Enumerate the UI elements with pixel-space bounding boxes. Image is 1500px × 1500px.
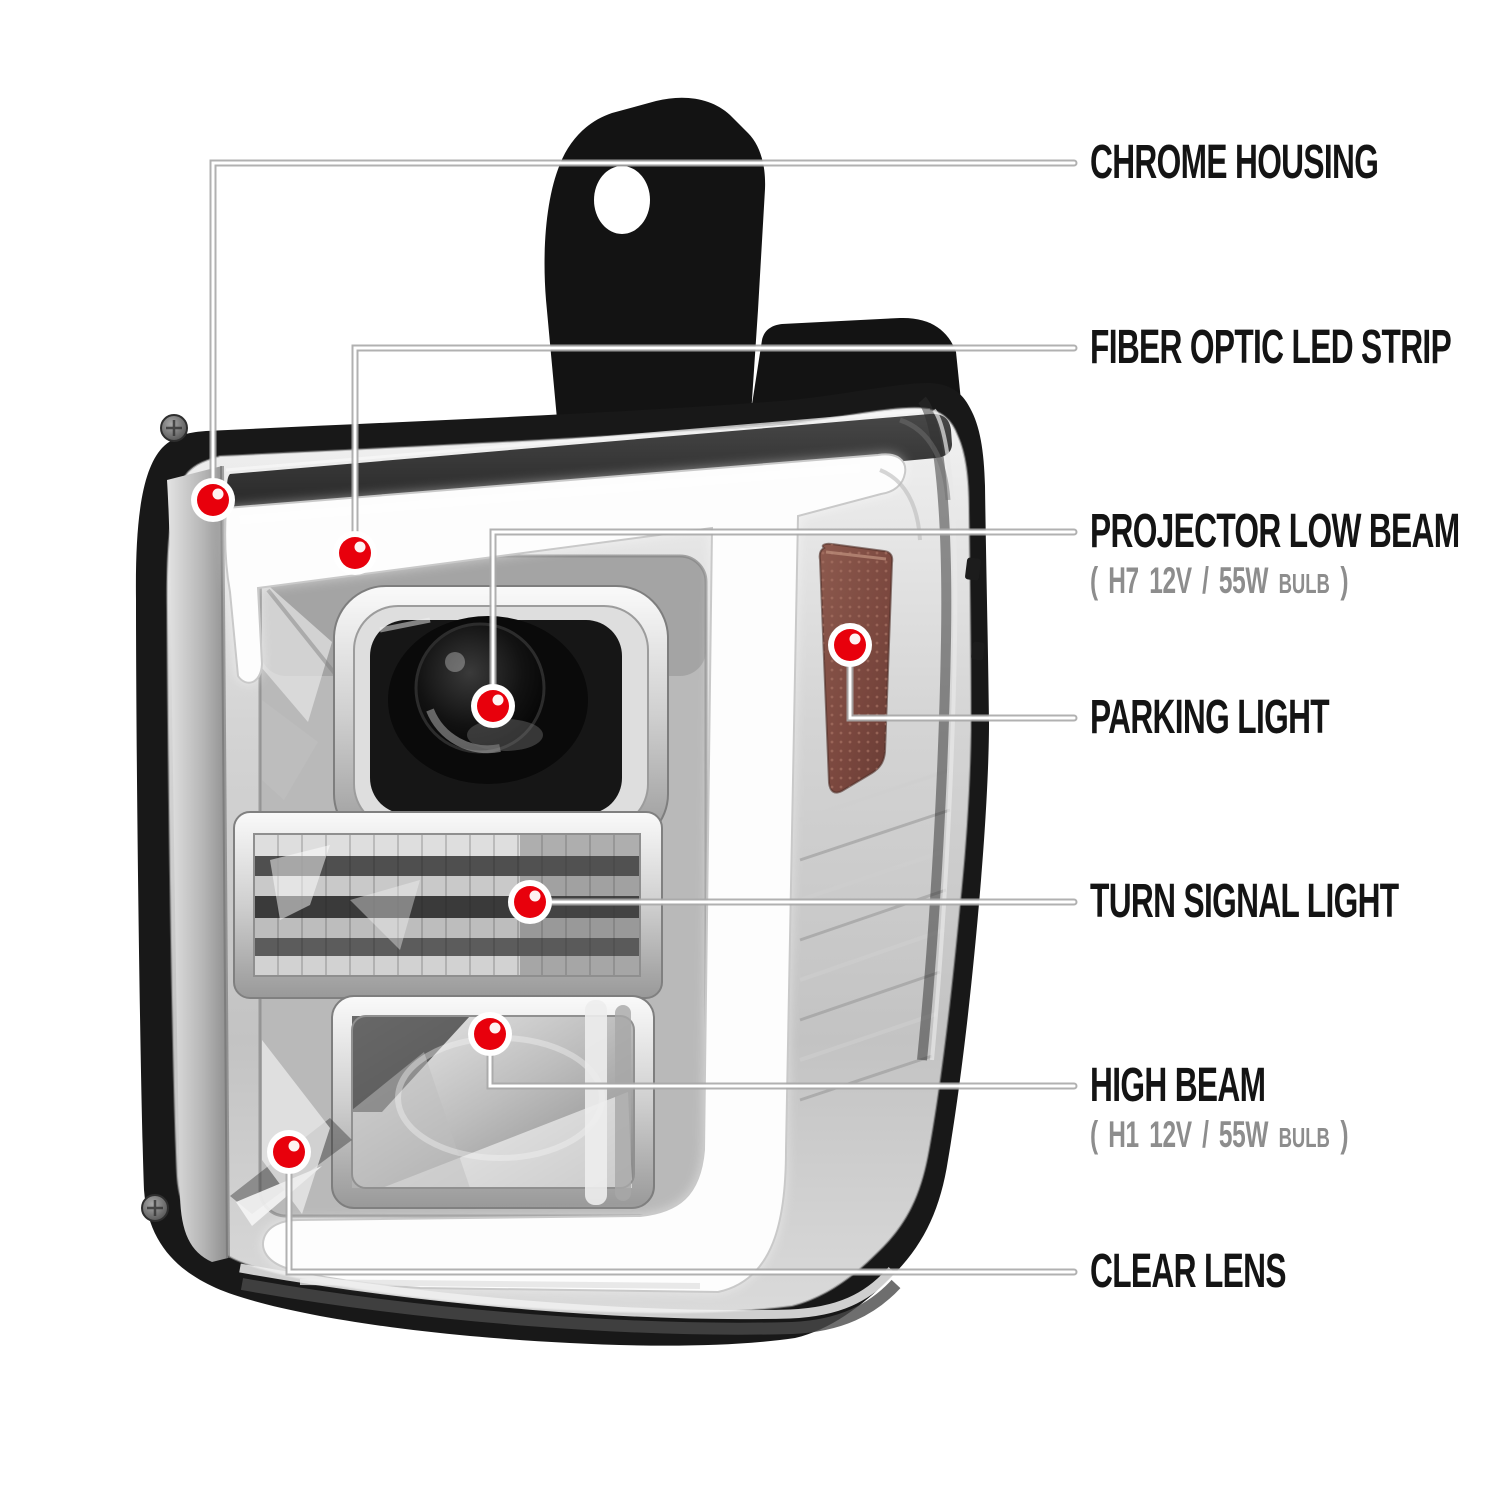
bracket-bolt-hole bbox=[594, 166, 650, 234]
callout-high-beam: HIGH BEAM ( H1 12V / 55W BULB ) bbox=[1090, 1061, 1481, 1158]
amber-parking-reflector bbox=[818, 542, 894, 794]
chrome-fluting-right bbox=[799, 396, 985, 1102]
high-beam-unit bbox=[331, 995, 655, 1209]
high-beam-marker-dot bbox=[468, 1012, 512, 1056]
callout-chrome-housing: CHROME HOUSING bbox=[1090, 138, 1500, 188]
callout-label: HIGH BEAM bbox=[1090, 1059, 1266, 1112]
callout-parking-light: PARKING LIGHT bbox=[1090, 693, 1452, 743]
projector-lens bbox=[414, 622, 546, 754]
chrome-facets-left bbox=[262, 580, 342, 800]
chrome-housing-marker-dot bbox=[191, 478, 235, 522]
callout-label: CHROME HOUSING bbox=[1090, 136, 1379, 189]
callout-label: FIBER OPTIC LED STRIP bbox=[1090, 321, 1452, 374]
callout-spec: ( H7 12V / 55W BULB ) bbox=[1090, 560, 1349, 601]
projector-marker-dot bbox=[471, 684, 515, 728]
callout-label: PROJECTOR LOW BEAM bbox=[1090, 505, 1460, 558]
callout-label: PARKING LIGHT bbox=[1090, 691, 1330, 744]
bottom-lip bbox=[239, 1263, 901, 1335]
fiber-optic-marker-dot bbox=[333, 531, 377, 575]
clear-lens-marker-dot bbox=[267, 1130, 311, 1174]
mounting-bracket bbox=[544, 97, 964, 430]
marker-dots bbox=[191, 478, 872, 1174]
screw-bottom bbox=[141, 1194, 169, 1222]
callout-clear-lens: CLEAR LENS bbox=[1090, 1247, 1387, 1297]
callout-spec: ( H1 12V / 55W BULB ) bbox=[1090, 1114, 1349, 1155]
parking-marker-dot bbox=[828, 623, 872, 667]
leader-lines bbox=[209, 159, 1078, 1276]
callout-label: TURN SIGNAL LIGHT bbox=[1090, 875, 1399, 928]
callout-projector-low-beam: PROJECTOR LOW BEAM ( H7 12V / 55W BULB ) bbox=[1090, 507, 1500, 604]
turn-signal-marker-dot bbox=[508, 880, 552, 924]
callout-label: CLEAR LENS bbox=[1090, 1245, 1286, 1298]
callout-turn-signal-light: TURN SIGNAL LIGHT bbox=[1090, 877, 1500, 927]
callout-fiber-optic-led-strip: FIBER OPTIC LED STRIP bbox=[1090, 323, 1500, 373]
screw-top bbox=[160, 414, 188, 442]
side-mounting-strip bbox=[141, 414, 230, 1262]
